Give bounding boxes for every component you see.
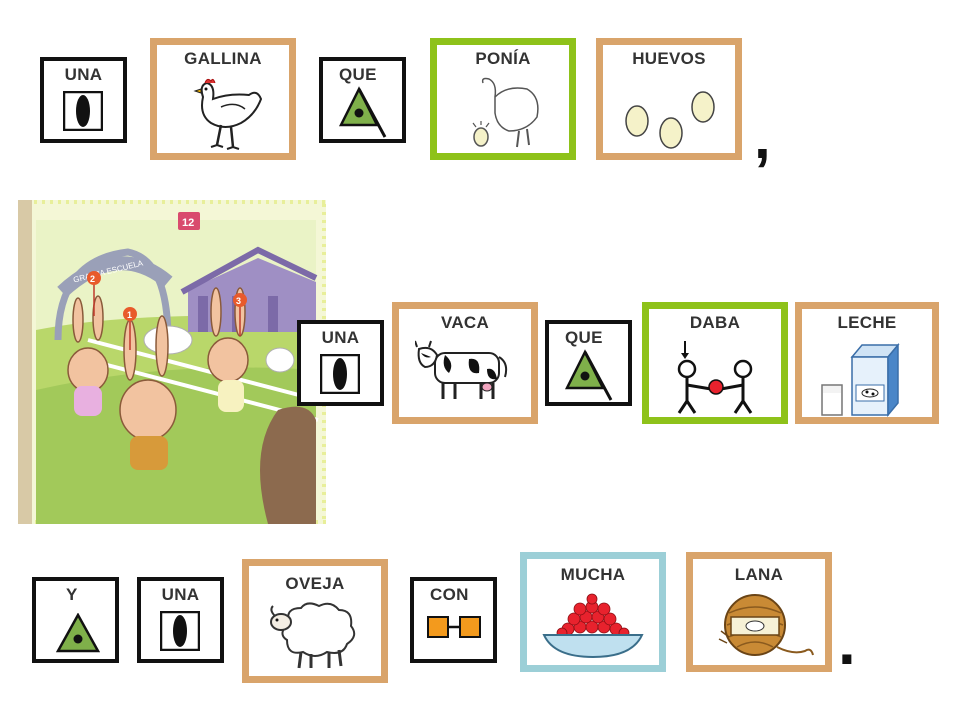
sheep-icon (270, 602, 356, 669)
daba-label: DABA (689, 313, 741, 332)
una-card-3: UNA (137, 577, 224, 663)
preposition-icon (427, 616, 481, 638)
con-card: CON (410, 577, 497, 663)
huevos-card: HUEVOS (596, 38, 742, 160)
bowl-of-berries-icon (542, 593, 644, 659)
relative-pronoun-icon (564, 349, 613, 401)
mucha-card: MUCHA (520, 552, 666, 672)
farm-school-illustration: GRANJA ESCUELA 12 2 1 3 (18, 200, 326, 524)
oveja-card: OVEJA (242, 559, 388, 683)
relative-pronoun-icon (338, 86, 387, 138)
leche-card: LECHE (795, 302, 939, 424)
y-card: Y (32, 577, 119, 663)
feminine-article-icon (63, 91, 103, 131)
period: . (838, 606, 856, 678)
ponia-card: PONÍA (430, 38, 576, 160)
yarn-ball-icon (718, 594, 814, 656)
que-label: QUE (339, 65, 377, 84)
eggs-icon (625, 91, 715, 149)
hen-laying-egg-icon (472, 77, 539, 148)
lana-card: LANA (686, 552, 832, 672)
badge-1: 1 (127, 310, 132, 320)
una-card-2: UNA (297, 320, 384, 406)
una-card-1: UNA (40, 57, 127, 143)
con-label: CON (430, 585, 469, 604)
hen-icon (193, 78, 263, 150)
huevos-label: HUEVOS (632, 49, 706, 68)
una-label: UNA (161, 585, 200, 604)
que-card-1: QUE (319, 57, 406, 143)
oveja-label: OVEJA (285, 574, 345, 593)
gallina-card: GALLINA (150, 38, 296, 160)
vaca-label: VACA (440, 313, 490, 332)
giving-icon (677, 341, 753, 414)
milk-icon (821, 343, 900, 417)
lana-label: LANA (734, 565, 784, 584)
una-label: UNA (64, 65, 103, 84)
mucha-label: MUCHA (560, 565, 626, 584)
feminine-article-icon (320, 354, 360, 394)
que-label: QUE (565, 328, 603, 347)
feminine-article-icon (160, 611, 200, 651)
badge-3: 3 (236, 296, 241, 306)
ponia-label: PONÍA (475, 49, 531, 68)
comma: , (754, 104, 771, 171)
y-label: Y (66, 585, 78, 604)
cow-icon (415, 340, 508, 399)
leche-label: LECHE (837, 313, 897, 332)
que-card-2: QUE (545, 320, 632, 406)
conjunction-icon (56, 613, 100, 653)
daba-card: DABA (642, 302, 788, 424)
badge-2: 2 (90, 274, 95, 284)
page-number: 12 (182, 217, 194, 229)
gallina-label: GALLINA (184, 49, 262, 68)
vaca-card: VACA (392, 302, 538, 424)
una-label: UNA (321, 328, 360, 347)
